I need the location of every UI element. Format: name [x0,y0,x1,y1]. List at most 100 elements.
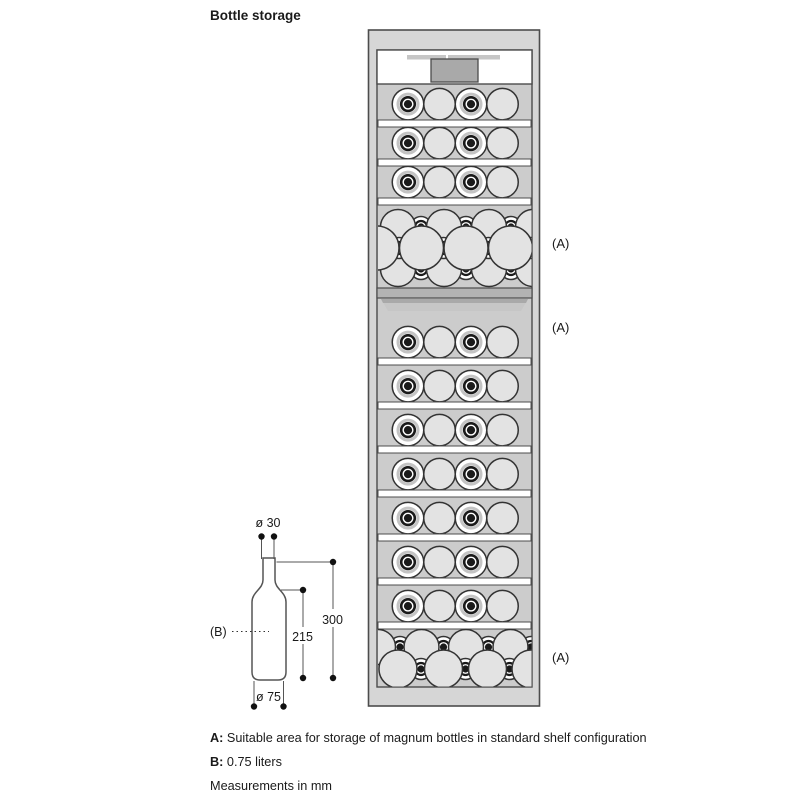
shelf [377,401,532,410]
neck-diameter-label: ø 30 [255,516,280,530]
label-gap [320,609,346,627]
magnum-stack [378,208,532,288]
handle-bar-right [448,55,500,60]
bottle-back [391,545,425,579]
shelf [377,445,532,454]
bottle-back [454,325,488,359]
dim-dot [258,533,265,540]
footnote-b: B: 0.75 liters [210,755,282,769]
zone-label-a2: (A) [552,320,569,335]
dim-dot [329,558,337,566]
bottle-front [423,501,456,535]
bottle-dimension-diagram: ø 30 300 215 ø 75 (B) [210,516,346,710]
shelf-row [377,165,532,206]
shelf-row [377,325,532,366]
bottle-back [391,369,425,403]
magnum-bottle-front [423,649,464,687]
dim-dot [299,586,307,594]
bottle-back [454,457,488,491]
magnum-bottle-front [467,649,508,687]
magnum-bottle-front [378,649,418,687]
shelf [377,489,532,498]
bottle-b-label: (B) [210,625,227,639]
shelf [377,158,532,167]
body-height-label: 215 [292,630,313,644]
bottle-back [391,165,425,199]
zone-label-a3: (A) [552,650,569,665]
shelf [377,577,532,586]
shelf-row [377,369,532,410]
bottle-front [486,165,519,199]
drip-tray-shadow [381,299,528,303]
footnote-b-text: 0.75 liters [223,755,282,769]
bottle-back [391,126,425,160]
bottle-back [454,126,488,160]
bottle-front [423,87,456,121]
footnote-a: A: Suitable area for storage of magnum b… [210,731,647,745]
label-gap [290,627,316,644]
magnum-bottle-front [398,225,445,271]
bottle-back [454,369,488,403]
wine-cabinet-diagram: (A) (A) (A) [367,29,569,707]
handle-bar-left [407,55,446,60]
magnum-stack [378,628,532,687]
footnote-b-prefix: B: [210,755,224,769]
bottle-back [391,501,425,535]
dim-dot [329,674,337,682]
shelf-row [377,126,532,167]
zone-label-a1: (A) [552,236,569,251]
bottle-back [454,87,488,121]
bottle-front [423,589,456,623]
shelf-row [377,501,532,542]
bottle-back [454,589,488,623]
shelf-row [377,589,532,630]
bottle-front [423,126,456,160]
bottle-front [423,545,456,579]
measurements-note: Measurements in mm [210,779,332,793]
bottle-front [486,545,519,579]
shelf-row [377,457,532,498]
dim-dot [250,703,258,710]
control-display [430,58,479,83]
shelf-rows-layer [377,87,532,687]
bottle-front [486,126,519,160]
bottle-front [486,369,519,403]
bottle-front [486,589,519,623]
shelf-row [377,545,532,586]
footnote-a-prefix: A: [210,731,224,745]
bottle-back [454,165,488,199]
shelf-row [377,413,532,454]
bottle-front [423,457,456,491]
bottle-back [391,457,425,491]
bottle-outline [251,557,287,681]
bottle-back [391,589,425,623]
bottle-back [454,413,488,447]
bottle-front [423,413,456,447]
bottle-front [486,413,519,447]
bottle-front [486,457,519,491]
bottle-back [391,413,425,447]
shelf [377,357,532,366]
total-height-label: 300 [322,613,343,627]
bottle-front [486,325,519,359]
magnum-bottle-front [487,225,532,271]
shelf [377,621,532,630]
shelf-row [377,87,532,128]
shelf [377,533,532,542]
dim-dot [280,703,287,710]
dim-dot [270,533,278,540]
bottle-front [486,87,519,121]
magnum-bottle-front [378,225,400,271]
bottle-front [423,165,456,199]
bottle-back [454,545,488,579]
magnum-bottle-front [443,225,489,271]
bottle-front [423,325,456,359]
bottle-front [423,369,456,403]
body-diameter-label: ø 75 [256,690,281,704]
bottle-back [454,501,488,535]
bottle-front [486,501,519,535]
magnum-bottle-front [511,649,532,687]
shelf [377,119,532,128]
footnote-a-text: Suitable area for storage of magnum bott… [223,731,647,745]
page-title: Bottle storage [210,8,301,23]
